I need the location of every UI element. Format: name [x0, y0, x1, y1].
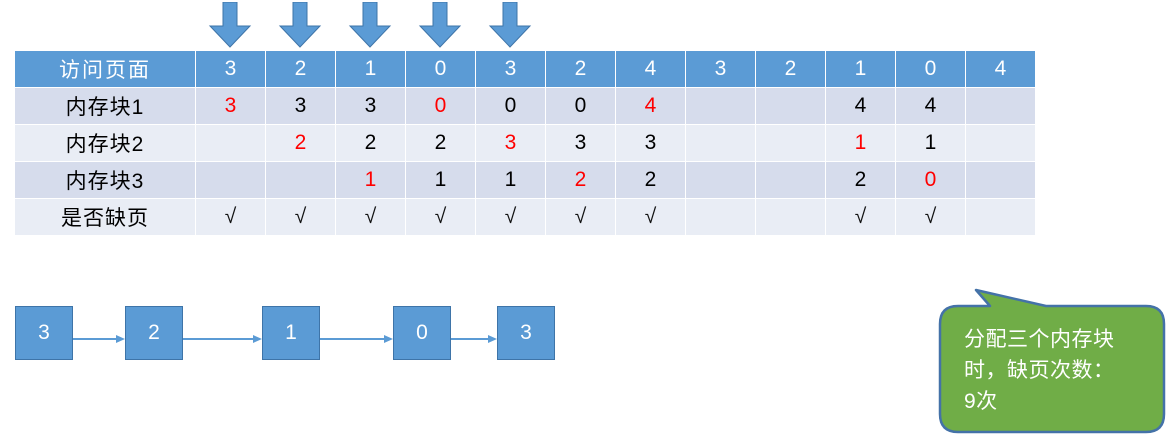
table-header-col-11: 4 [966, 51, 1035, 87]
cell-r1-c6: 3 [616, 125, 685, 161]
cell-r1-c7 [686, 125, 755, 161]
cell-r2-c8 [756, 162, 825, 198]
cell-r3-c5: √ [546, 199, 615, 235]
table-header-col-3: 0 [406, 51, 475, 87]
cell-r0-c5: 0 [546, 88, 615, 124]
cell-r0-c8 [756, 88, 825, 124]
cell-r2-c6: 2 [616, 162, 685, 198]
cell-r2-c1 [266, 162, 335, 198]
row-label-2: 内存块3 [15, 162, 195, 198]
cell-r1-c0 [196, 125, 265, 161]
cell-r3-c7 [686, 199, 755, 235]
table-header-col-4: 3 [476, 51, 545, 87]
table-header-col-1: 2 [266, 51, 335, 87]
cell-r1-c3: 2 [406, 125, 475, 161]
down-arrow-icon-4 [488, 1, 532, 48]
cell-r0-c1: 3 [266, 88, 335, 124]
cell-r2-c9: 2 [826, 162, 895, 198]
fault-count-callout: 分配三个内存块时，缺页次数：9次 [938, 288, 1166, 434]
cell-r3-c11 [966, 199, 1035, 235]
chain-arrow-icon-3 [451, 331, 497, 343]
cell-r1-c1: 2 [266, 125, 335, 161]
cell-r1-c4: 3 [476, 125, 545, 161]
chain-node-1: 2 [125, 306, 183, 360]
cell-r0-c9: 4 [826, 88, 895, 124]
table-header-col-2: 1 [336, 51, 405, 87]
table-header-col-5: 2 [546, 51, 615, 87]
down-arrow-icon-1 [278, 1, 322, 48]
cell-r0-c7 [686, 88, 755, 124]
chain-arrow-icon-2 [320, 331, 393, 343]
cell-r2-c3: 1 [406, 162, 475, 198]
cell-r0-c10: 4 [896, 88, 965, 124]
chain-node-2: 1 [262, 306, 320, 360]
row-label-3: 是否缺页 [15, 199, 195, 235]
table-header-label: 访问页面 [15, 51, 195, 87]
cell-r3-c4: √ [476, 199, 545, 235]
cell-r2-c4: 1 [476, 162, 545, 198]
table-header-col-10: 0 [896, 51, 965, 87]
table-header-col-9: 1 [826, 51, 895, 87]
table-header-col-7: 3 [686, 51, 755, 87]
cell-r3-c1: √ [266, 199, 335, 235]
cell-r0-c6: 4 [616, 88, 685, 124]
callout-text: 分配三个内存块时，缺页次数：9次 [964, 328, 1115, 413]
chain-arrow-icon-0 [73, 331, 125, 343]
table-header-col-8: 2 [756, 51, 825, 87]
cell-r1-c11 [966, 125, 1035, 161]
cell-r0-c11 [966, 88, 1035, 124]
cell-r3-c3: √ [406, 199, 475, 235]
down-arrow-icon-0 [208, 1, 252, 48]
pointer-arrow-row [0, 0, 1176, 50]
cell-r2-c7 [686, 162, 755, 198]
down-arrow-icon-2 [348, 1, 392, 48]
row-label-1: 内存块2 [15, 125, 195, 161]
cell-r3-c2: √ [336, 199, 405, 235]
chain-node-3: 0 [393, 306, 451, 360]
down-arrow-icon-3 [418, 1, 462, 48]
cell-r0-c3: 0 [406, 88, 475, 124]
cell-r3-c8 [756, 199, 825, 235]
cell-r2-c2: 1 [336, 162, 405, 198]
table-header-col-0: 3 [196, 51, 265, 87]
cell-r3-c9: √ [826, 199, 895, 235]
cell-r2-c11 [966, 162, 1035, 198]
table-row: 是否缺页√√√√√√√√√ [15, 199, 1035, 235]
cell-r0-c4: 0 [476, 88, 545, 124]
cell-r1-c8 [756, 125, 825, 161]
cell-r2-c5: 2 [546, 162, 615, 198]
callout-bubble-shape [938, 288, 1166, 434]
cell-r1-c10: 1 [896, 125, 965, 161]
cell-r3-c0: √ [196, 199, 265, 235]
cell-r1-c9: 1 [826, 125, 895, 161]
chain-node-4: 3 [497, 306, 555, 360]
cell-r1-c5: 3 [546, 125, 615, 161]
table-header-col-6: 4 [616, 51, 685, 87]
cell-r0-c0: 3 [196, 88, 265, 124]
cell-r3-c10: √ [896, 199, 965, 235]
row-label-0: 内存块1 [15, 88, 195, 124]
cell-r2-c0 [196, 162, 265, 198]
chain-arrow-icon-1 [183, 331, 262, 343]
cell-r2-c10: 0 [896, 162, 965, 198]
chain-node-0: 3 [15, 306, 73, 360]
cell-r0-c2: 3 [336, 88, 405, 124]
cell-r1-c2: 2 [336, 125, 405, 161]
cell-r3-c6: √ [616, 199, 685, 235]
